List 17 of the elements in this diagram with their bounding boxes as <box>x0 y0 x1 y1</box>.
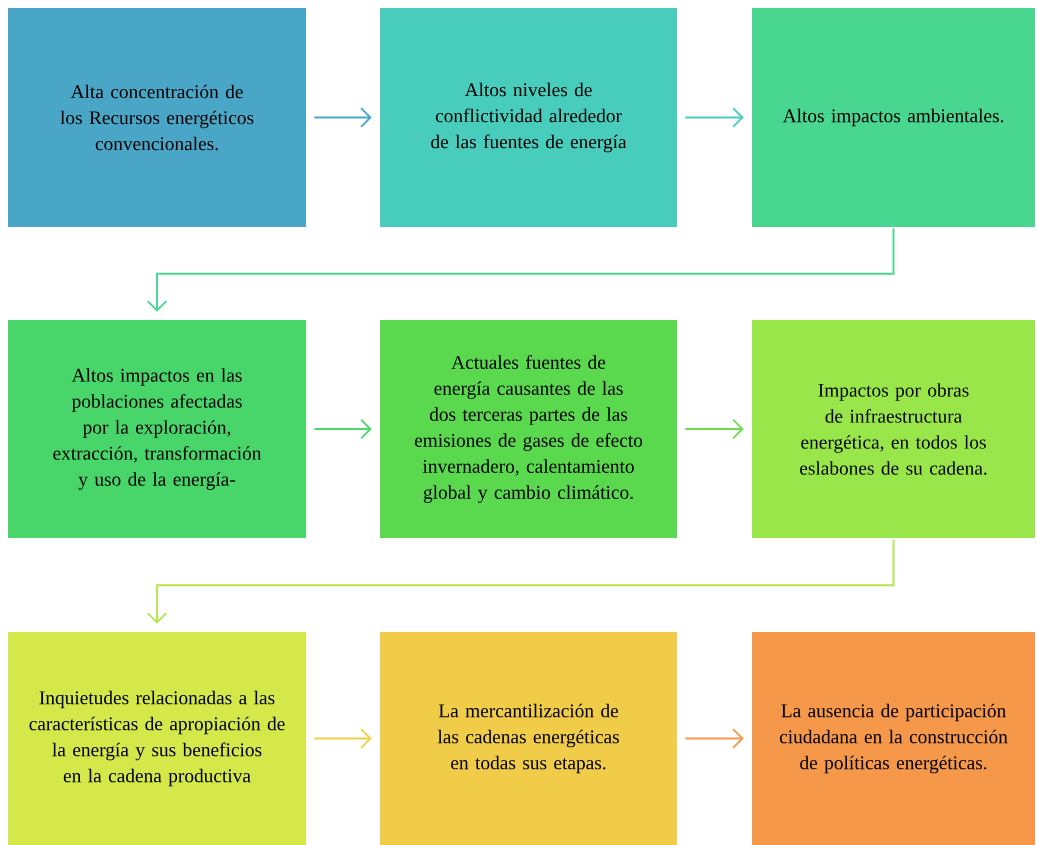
arrow <box>146 538 895 624</box>
process-box: La ausencia de participación ciudadana en la construcción de políticas energéticas. <box>752 632 1035 845</box>
process-box: Altos impactos en las poblaciones afectadas por la exploración, extracción, transformación y uso de la energía- <box>8 320 306 538</box>
process-box: Impactos por obras de infraestructura energética, en todos los eslabones de su cadena. <box>752 320 1035 538</box>
process-box: Actuales fuentes de energía causantes de las dos terceras partes de las emisiones de gases de efecto invernadero, calentamiento global y cambio climático. <box>380 320 677 538</box>
process-box: Inquietudes relacionadas a las características de apropiación de la energía y sus beneficios en la cadena productiva <box>8 632 306 845</box>
process-box: Altos impactos ambientales. <box>752 8 1035 227</box>
arrow <box>313 107 372 128</box>
arrow <box>684 728 744 749</box>
process-box: Alta concentración de los Recursos energéticos convencionales. <box>8 8 306 227</box>
arrow <box>313 418 372 440</box>
process-box: Altos niveles de conflictividad alrededor de las fuentes de energía <box>380 8 677 227</box>
arrow <box>684 107 744 128</box>
arrow <box>684 418 744 440</box>
arrow <box>146 227 895 312</box>
process-box: La mercantilización de las cadenas energéticas en todas sus etapas. <box>380 632 677 845</box>
arrow <box>313 728 372 749</box>
